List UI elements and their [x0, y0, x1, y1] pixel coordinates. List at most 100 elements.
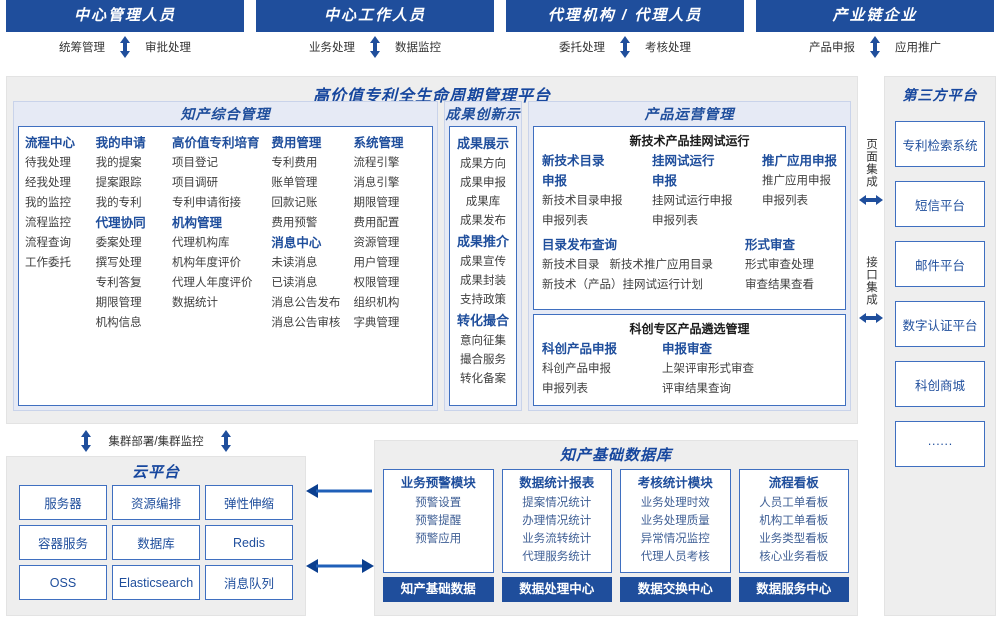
col-item[interactable]: 撰写处理: [95, 257, 142, 269]
col-item[interactable]: 项目调研: [172, 177, 219, 189]
col-header[interactable]: 我的申请: [95, 136, 146, 150]
col-item[interactable]: 消息引擎: [353, 177, 400, 189]
col-item[interactable]: 数据统计: [172, 297, 219, 309]
col-item[interactable]: 未读消息: [271, 257, 318, 269]
kdb-item[interactable]: 业务处理时效: [640, 497, 710, 509]
col-item[interactable]: 成果申报: [459, 177, 506, 189]
col-item[interactable]: 委案处理: [95, 237, 142, 249]
col-item[interactable]: 申报列表: [761, 195, 808, 207]
col-item[interactable]: 我的提案: [95, 157, 142, 169]
col-item[interactable]: 提案跟踪: [95, 177, 142, 189]
kdb-header[interactable]: 考核统计模块: [637, 476, 713, 490]
col-item[interactable]: 新技术目录申报: [541, 195, 623, 207]
third-party-item-more[interactable]: ······: [895, 421, 985, 467]
col-header[interactable]: 代理协同: [95, 216, 146, 230]
col-item[interactable]: 新技术推广应用目录: [609, 259, 713, 271]
col-item[interactable]: 评审结果查询: [661, 383, 731, 395]
col-item[interactable]: 上架评审形式审查: [661, 363, 754, 375]
col-header[interactable]: 转化撮合: [456, 313, 509, 328]
third-party-item-patent-search[interactable]: 专利检索系统: [895, 121, 985, 167]
col-header[interactable]: 成果展示: [456, 136, 509, 151]
col-item[interactable]: 新技术（产品）挂网试运行计划: [541, 279, 703, 291]
col-header[interactable]: 形式审查: [745, 238, 796, 252]
col-item[interactable]: 机构信息: [95, 317, 142, 329]
col-item[interactable]: 推广应用申报: [761, 175, 831, 187]
kdb-item[interactable]: 机构工单看板: [759, 515, 829, 527]
col-item[interactable]: 成果宣传: [459, 256, 506, 268]
kdb-footer[interactable]: 数据处理中心: [501, 577, 612, 602]
third-party-item-kechuang-mall[interactable]: 科创商城: [895, 361, 985, 407]
kdb-item[interactable]: 预警设置: [415, 497, 462, 509]
col-item[interactable]: 消息公告审核: [271, 317, 341, 329]
col-item[interactable]: 撮合服务: [459, 354, 506, 366]
col-item[interactable]: 期限管理: [353, 197, 400, 209]
cloud-cell-database[interactable]: 数据库: [112, 525, 200, 560]
col-item[interactable]: 专利申请衔接: [172, 197, 242, 209]
col-item[interactable]: 回款记账: [271, 197, 318, 209]
third-party-item-digital-cert[interactable]: 数字认证平台: [895, 301, 985, 347]
kdb-item[interactable]: 预警提醒: [415, 515, 462, 527]
col-item[interactable]: 我的专利: [95, 197, 142, 209]
kdb-item[interactable]: 核心业务看板: [759, 551, 829, 563]
cloud-cell-oss[interactable]: OSS: [19, 565, 107, 600]
col-item[interactable]: 我的监控: [25, 197, 71, 209]
cloud-cell-orchestration[interactable]: 资源编排: [112, 485, 200, 520]
kdb-item[interactable]: 预警应用: [415, 533, 462, 545]
col-item[interactable]: 转化备案: [459, 373, 506, 385]
col-header[interactable]: 科创产品申报: [541, 342, 617, 356]
third-party-item-email[interactable]: 邮件平台: [895, 241, 985, 287]
cloud-cell-server[interactable]: 服务器: [19, 485, 107, 520]
col-header[interactable]: 推广应用申报: [761, 154, 837, 168]
col-item[interactable]: 申报列表: [541, 215, 588, 227]
col-item[interactable]: 成果发布: [459, 215, 506, 227]
col-header[interactable]: 机构管理: [172, 216, 223, 230]
col-item[interactable]: 流程监控: [25, 217, 71, 229]
col-item[interactable]: 字典管理: [353, 317, 400, 329]
col-item[interactable]: 项目登记: [172, 157, 219, 169]
kdb-header[interactable]: 业务预警模块: [400, 476, 476, 490]
col-item[interactable]: 资源管理: [353, 237, 400, 249]
col-item[interactable]: 期限管理: [95, 297, 142, 309]
col-item[interactable]: 权限管理: [353, 277, 400, 289]
col-header[interactable]: 系统管理: [353, 136, 404, 150]
col-item[interactable]: 专利答复: [95, 277, 142, 289]
third-party-item-sms[interactable]: 短信平台: [895, 181, 985, 227]
col-item[interactable]: 支持政策: [459, 294, 506, 306]
col-item[interactable]: 新技术目录: [541, 259, 600, 271]
kdb-item[interactable]: 业务处理质量: [640, 515, 710, 527]
col-item[interactable]: 经我处理: [25, 177, 71, 189]
col-item[interactable]: 账单管理: [271, 177, 318, 189]
kdb-item[interactable]: 业务流转统计: [522, 533, 592, 545]
col-item[interactable]: 消息公告发布: [271, 297, 341, 309]
col-item[interactable]: 审查结果查看: [745, 279, 814, 291]
col-item[interactable]: 申报列表: [651, 215, 698, 227]
col-header[interactable]: 流程中心: [25, 136, 76, 150]
col-header[interactable]: 新技术目录申报: [541, 154, 605, 188]
kdb-item[interactable]: 异常情况监控: [640, 533, 710, 545]
col-item[interactable]: 专利费用: [271, 157, 318, 169]
kdb-item[interactable]: 人员工单看板: [759, 497, 829, 509]
col-item[interactable]: 费用配置: [353, 217, 400, 229]
col-header[interactable]: 费用管理: [271, 136, 322, 150]
cloud-cell-container[interactable]: 容器服务: [19, 525, 107, 560]
col-item[interactable]: 成果库: [465, 196, 501, 208]
col-item[interactable]: 成果封装: [459, 275, 506, 287]
col-header[interactable]: 成果推介: [456, 234, 509, 249]
col-item[interactable]: 工作委托: [25, 257, 71, 269]
col-item[interactable]: 待我处理: [25, 157, 71, 169]
col-item[interactable]: 形式审查处理: [745, 259, 814, 271]
cloud-cell-autoscale[interactable]: 弹性伸缩: [205, 485, 293, 520]
cloud-cell-redis[interactable]: Redis: [205, 525, 293, 560]
col-item[interactable]: 机构年度评价: [172, 257, 242, 269]
col-header[interactable]: 申报审查: [661, 342, 712, 356]
kdb-item[interactable]: 提案情况统计: [522, 497, 592, 509]
kdb-footer[interactable]: 知产基础数据: [383, 577, 494, 602]
col-item[interactable]: 挂网试运行申报: [651, 195, 733, 207]
kdb-header[interactable]: 数据统计报表: [519, 476, 595, 490]
col-header[interactable]: 挂网试运行申报: [651, 154, 715, 188]
col-item[interactable]: 科创产品申报: [541, 363, 611, 375]
kdb-footer[interactable]: 数据服务中心: [738, 577, 849, 602]
col-item[interactable]: 费用预警: [271, 217, 318, 229]
col-item[interactable]: 申报列表: [541, 383, 588, 395]
col-item[interactable]: 流程查询: [25, 237, 71, 249]
